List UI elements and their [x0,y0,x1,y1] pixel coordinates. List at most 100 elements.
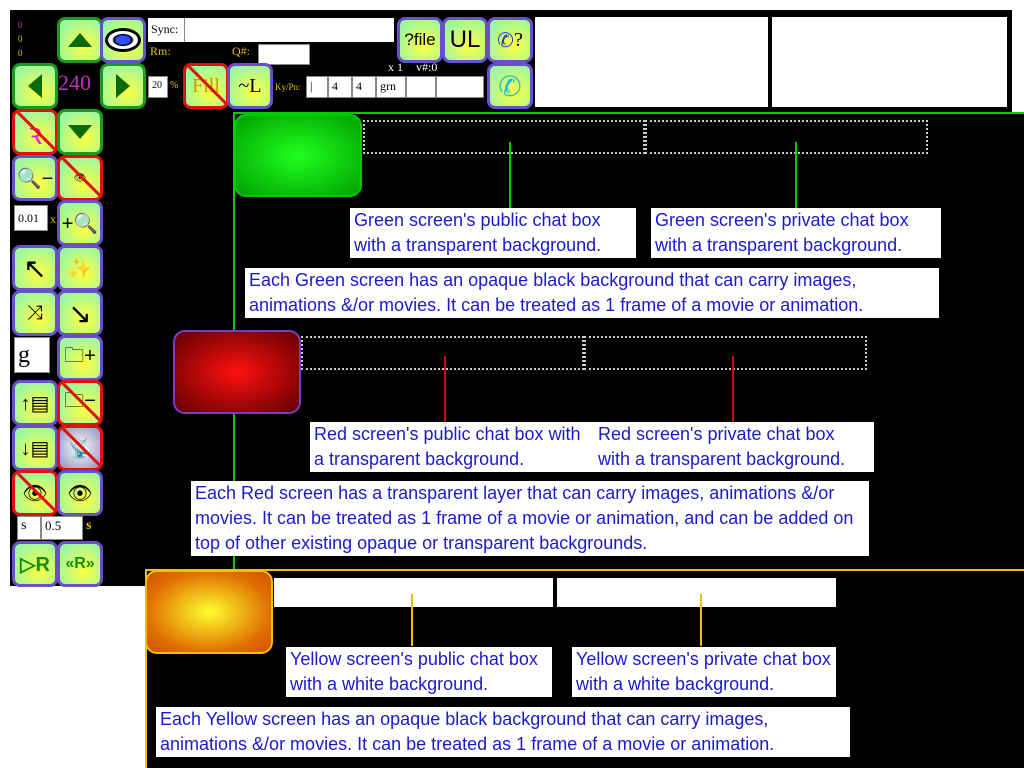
x-label: x 1 [388,60,403,74]
info-panel-left [535,17,768,107]
stack-down-button[interactable]: ↓▤ [12,425,58,471]
red-public-note: Red screen's public chat box with a tran… [310,422,596,472]
percent-input[interactable]: 20 [148,76,168,98]
green-private-note: Green screen's private chat box with a t… [651,208,941,258]
yellow-private-chat-box[interactable] [557,578,836,607]
rm-label: Rm: [150,44,171,58]
s-label: s [17,516,41,540]
s-input[interactable]: 0.5 [41,516,83,540]
shuffle-layers-button[interactable]: ⤨ [12,290,58,336]
ul-label: UL [449,26,481,53]
draw-toggle-button[interactable]: ꝛ [12,109,58,155]
frame-number: 240 [58,70,91,95]
counter: 0 [18,48,23,58]
green-public-note: Green screen's public chat box with a tr… [350,208,636,258]
up-button[interactable] [57,17,103,63]
phone-help-label: ? [513,28,523,51]
eye-icon [105,28,141,52]
phone-button[interactable]: ✆ [487,63,533,109]
counter: 0 [18,34,23,44]
zoom-in-button[interactable]: +🔍 [57,200,103,246]
sync-label: Sync: [151,22,179,36]
fill-button[interactable]: Fill [183,63,229,109]
play-button[interactable]: ▷R [12,541,58,587]
zoom-out-button[interactable]: 🔍− [12,155,58,201]
arrow-up-left-icon: ↖ [23,252,47,284]
play-all-avatar-icon: «R» [65,555,95,572]
arrow [700,594,702,646]
red-private-note: Red screen's private chat box with a tra… [594,422,874,472]
down-button[interactable] [57,109,103,155]
zoom-input[interactable]: 0.01 [14,205,48,231]
triangle-left-icon [28,74,42,98]
shuffle-folders-icon: ⤨ [27,301,43,324]
kypn-field[interactable]: | [306,76,328,98]
red-screen-thumbnail[interactable] [173,330,301,414]
remove-folder-button[interactable]: 🗀− [57,380,103,426]
file-label: ?file [404,30,436,49]
ul-button[interactable]: UL [442,17,488,63]
green-public-chat-box[interactable] [363,120,645,154]
show-folder-button[interactable]: 👁 [57,470,103,516]
green-screen-thumbnail[interactable] [234,114,362,197]
zoom-out-icon: 🔍− [16,167,54,190]
phone-help-button[interactable]: ✆? [487,17,533,63]
kypn-field[interactable] [406,76,436,98]
yellow-border-vertical [145,569,147,768]
q-input[interactable] [258,44,310,65]
v-label: v#:0 [416,60,438,74]
play-avatar-icon: ▷R [20,553,50,576]
yellow-public-chat-box[interactable] [274,578,553,607]
q-label: Q#: [232,44,250,58]
tilde-l-label: ~L [238,74,262,97]
triangle-down-icon [68,125,92,139]
right-button[interactable] [100,63,146,109]
red-description: Each Red screen has a transparent layer … [191,481,869,556]
eye-folder-icon: 👁 [22,482,48,505]
move-down-right-button[interactable]: ↘ [57,290,103,336]
arrow [795,142,797,208]
stack-up-icon: ↑▤ [20,392,50,415]
add-folder-button[interactable]: 🗀+ [57,335,103,381]
triangle-up-icon [68,33,92,47]
eye-folder-icon: 👁 [67,482,93,505]
move-up-left-button[interactable]: ↖ [12,245,58,291]
phone-icon: ✆ [497,29,514,52]
arrow [411,594,413,646]
folder-plus-icon: 🗀+ [64,345,96,367]
g-input[interactable]: g [14,337,50,373]
green-border [234,112,1024,114]
file-button[interactable]: ?file [397,17,443,63]
counter: 0 [18,20,23,30]
broadcast-button[interactable]: 📡 [57,425,103,471]
sync-input[interactable] [184,18,395,42]
view-button[interactable] [100,17,146,63]
sync-field[interactable]: Sync: [148,18,394,42]
play-all-button[interactable]: «R» [57,541,103,587]
green-private-chat-box[interactable] [645,120,928,154]
yellow-screen-thumbnail[interactable] [145,570,273,654]
phone-icon: ✆ [498,70,522,102]
kypn-field[interactable]: 4 [328,76,352,98]
stack-up-button[interactable]: ↑▤ [12,380,58,426]
kypn-field[interactable] [436,76,484,98]
zoom-in-icon: +🔍 [61,212,99,235]
info-panel-right [772,17,1007,107]
stack-down-icon: ↓▤ [20,437,50,460]
folder-minus-icon: 🗀− [64,390,96,412]
left-button[interactable] [12,63,58,109]
fill-label: Fill [192,74,220,97]
kypn-field[interactable]: 4 [352,76,376,98]
effects-button[interactable]: ✨ [57,245,103,291]
green-description: Each Green screen has an opaque black ba… [245,268,939,318]
tilde-l-button[interactable]: ~L [227,63,273,109]
percent-sign: % [170,80,179,91]
hide-folder-button[interactable]: 👁 [12,470,58,516]
yellow-description: Each Yellow screen has an opaque black b… [156,707,850,757]
squiggle-icon: ꝛ [27,117,43,151]
red-private-chat-box[interactable] [584,336,867,370]
red-public-chat-box[interactable] [301,336,584,370]
accept-reject-view-button[interactable]: 👁 [57,155,103,201]
eye-list-icon: 👁 [73,172,87,184]
kypn-field[interactable]: grn [376,76,406,98]
